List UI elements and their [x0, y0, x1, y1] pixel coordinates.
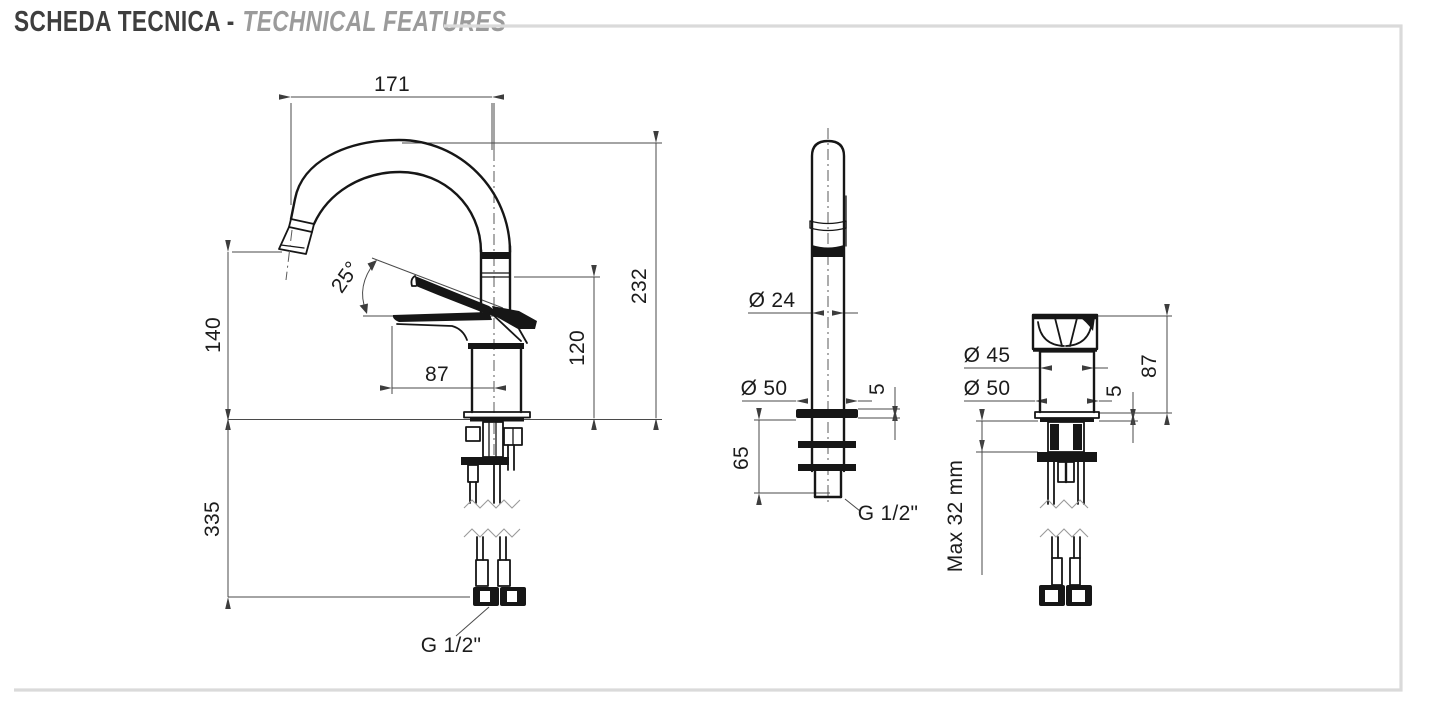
rear-flange-thickness-label: 5: [1103, 385, 1126, 397]
side-flange-thickness-label: 5: [866, 383, 889, 395]
side-shank-assembly: [798, 416, 856, 499]
rear-body-diameter-label: Ø 45: [964, 344, 1011, 367]
rear-dimension-labels: Ø 45 Ø 50 5 87 Max 32 mm: [944, 344, 1161, 572]
side-thread-label: G 1/2": [858, 502, 919, 525]
front-handle-reach-label: 87: [425, 363, 449, 386]
front-handle: [392, 275, 498, 341]
front-spout: [278, 138, 512, 281]
rear-view: Ø 45 Ø 50 5 87 Max 32 mm: [944, 304, 1172, 606]
rear-under-counter-assembly: [1037, 421, 1097, 606]
side-shank-length-label: 65: [730, 446, 753, 470]
front-handle-angle-label: 25°: [327, 257, 365, 297]
front-body-height-label: 120: [566, 330, 589, 366]
front-total-height-label: 232: [628, 268, 651, 304]
rear-max-counter-label: Max 32 mm: [944, 460, 967, 572]
sheet-title-italian: SCHEDA TECNICA -: [14, 6, 235, 38]
side-spout-body: [796, 139, 858, 418]
front-cartridge-body: [463, 306, 537, 422]
front-thread-label: G 1/2": [421, 634, 482, 657]
rear-dimension-lines: [964, 304, 1172, 575]
rear-body-height-label: 87: [1138, 354, 1161, 378]
front-dimension-labels: 171 232 140 25° 87 120 335 G 1/2": [201, 73, 651, 657]
rear-flange-diameter-label: Ø 50: [964, 377, 1011, 400]
side-dimension-lines: [742, 128, 900, 512]
sheet-title-english: TECHNICAL FEATURES: [242, 6, 507, 38]
side-flange-diameter-label: Ø 50: [741, 377, 788, 400]
side-view: Ø 24 Ø 50 5 65 G 1/2": [730, 128, 918, 525]
side-dimension-labels: Ø 24 Ø 50 5 65 G 1/2": [730, 289, 918, 525]
front-under-counter-assembly: [461, 421, 526, 606]
sheet-header: SCHEDA TECNICA -TECHNICAL FEATURES: [14, 6, 506, 39]
front-spout-reach-label: 171: [374, 73, 410, 96]
front-view: 171 232 140 25° 87 120 335 G 1/2": [201, 73, 662, 657]
panel-border: [14, 24, 1403, 692]
front-outlet-height-label: 140: [202, 317, 225, 353]
front-under-counter-label: 335: [201, 501, 224, 537]
rear-handle-cap: [1031, 313, 1099, 352]
side-spout-diameter-label: Ø 24: [749, 289, 796, 312]
rear-body: [1034, 350, 1100, 422]
